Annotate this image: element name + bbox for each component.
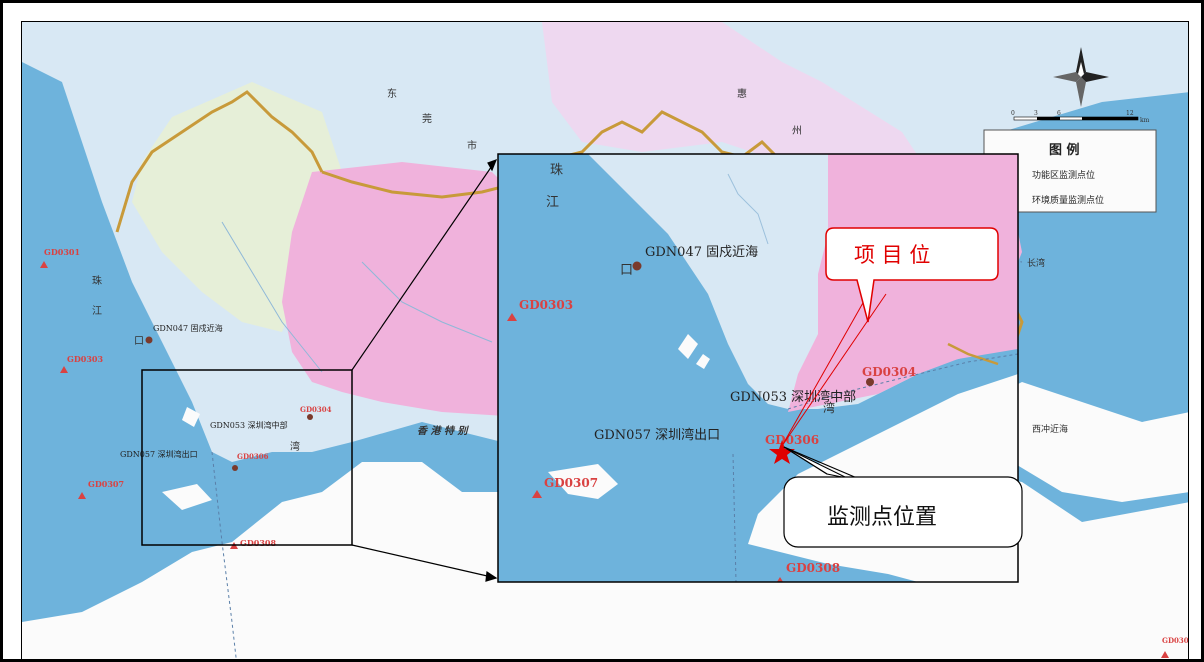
main-stations: GD0301 GD0303 GDN047 固戍近海 GDN053 深圳湾中部 G… [40,247,1189,658]
monitor-callout-text: 监测点位置 [827,505,937,530]
inset-gd0308-marker [776,577,784,582]
legend-title: 图 例 [1049,142,1080,158]
label-huizhou-2: 州 [792,125,802,137]
inset-label-kou: 口 [620,263,633,278]
legend-item-functional: 功能区监测点位 [1032,169,1095,181]
inset-gdn047-marker [632,261,642,271]
station-gdn057-label: GDN057 深圳湾出口 [120,449,198,459]
label-wan: 湾 [290,440,300,453]
island-1 [162,484,212,510]
station-gd0303-label: GD0303 [67,354,103,364]
scale-unit: km [1140,117,1150,124]
label-river-zhu: 珠 [92,274,102,287]
island-2 [182,407,200,427]
station-gd0309-label: GD030 [1162,636,1189,645]
inset-gdn047-label: GDN047 固戍近海 [645,245,758,260]
scale-bar: 0 3 6 12 km [1011,110,1150,124]
inset-gd0307-label: GD0307 [544,476,598,490]
project-callout-text: 项 目 位 [854,243,930,267]
project-callout: 项 目 位 [825,227,999,323]
station-gd0308-label: GD0308 [240,538,276,548]
inset-label-jiang: 江 [546,195,559,210]
label-huizhou: 惠 [737,87,747,100]
land-white-east [982,382,1188,502]
map-canvas: 东 莞 市 惠 州 珠 江 口 香 港 特 别 湾 长湾 西冲近海 GD0301… [21,21,1189,659]
inset-gdn057-label: GDN057 深圳湾出口 [594,427,720,443]
station-gd0304-label: GD0304 [300,405,332,414]
scale-tick-0: 0 [1011,110,1015,117]
inset-gd0308-label: GD0308 [786,561,840,575]
inset-gd0303-label: GD0303 [519,298,573,312]
inset-gd0304-label: GD0304 [862,365,916,379]
label-xichong: 西冲近海 [1032,423,1068,435]
area-highlight-box [141,369,353,546]
inset-gd0304-marker [866,378,874,386]
inset-gd0307-marker [532,490,542,498]
inset-connectors [351,158,498,582]
station-gdn053-label: GDN053 深圳湾中部 [210,420,288,430]
place-labels: 东 莞 市 惠 州 珠 江 口 香 港 特 别 湾 长湾 西冲近海 [92,87,1068,453]
inset-label-zhu: 珠 [550,163,563,178]
legend-item-environment: 环境质量监测点位 [1032,194,1104,206]
station-gd0306-marker [232,465,238,471]
label-changwan: 长湾 [1027,257,1045,269]
marine-boundary [211,451,237,659]
label-hongkong: 香 港 特 别 [417,425,469,437]
compass-icon [1053,47,1109,107]
station-gd0301-marker [40,261,48,268]
inset-label-wan: 湾 [823,400,835,415]
project-star-icon [769,440,795,464]
label-dongguan-2: 莞 [422,113,432,125]
scale-tick-6: 6 [1057,110,1061,117]
inset-gd0306-label: GD0306 [765,433,819,447]
label-river-jiang: 江 [92,305,102,317]
label-river-kou: 口 [134,336,144,347]
inset-land-pink [788,154,1018,412]
station-gd0307-label: GD0307 [88,479,124,489]
station-gdn047-label: GDN047 固戍近海 [153,323,223,333]
inset-gd0303-marker [507,313,517,321]
station-gd0304-marker [307,414,313,420]
label-dongguan-3: 市 [467,139,477,152]
inset-gdn053-label: GDN053 深圳湾中部 [730,389,856,405]
monitor-callout: 监测点位置 [783,446,1023,548]
station-gd0301-label: GD0301 [44,247,80,257]
scale-tick-3: 3 [1034,110,1038,117]
inset-island [548,464,618,499]
scale-tick-12: 12 [1126,110,1134,117]
label-dongguan-1: 东 [387,87,397,100]
map-svg: 东 莞 市 惠 州 珠 江 口 香 港 特 别 湾 长湾 西冲近海 GD0301… [22,22,1189,659]
station-gd0307-marker [78,492,86,499]
station-gd0303-marker [60,366,68,373]
station-gd0309-marker [1161,651,1169,658]
station-gdn047-marker [145,336,153,344]
station-gd0306-label: GD0306 [237,452,269,461]
